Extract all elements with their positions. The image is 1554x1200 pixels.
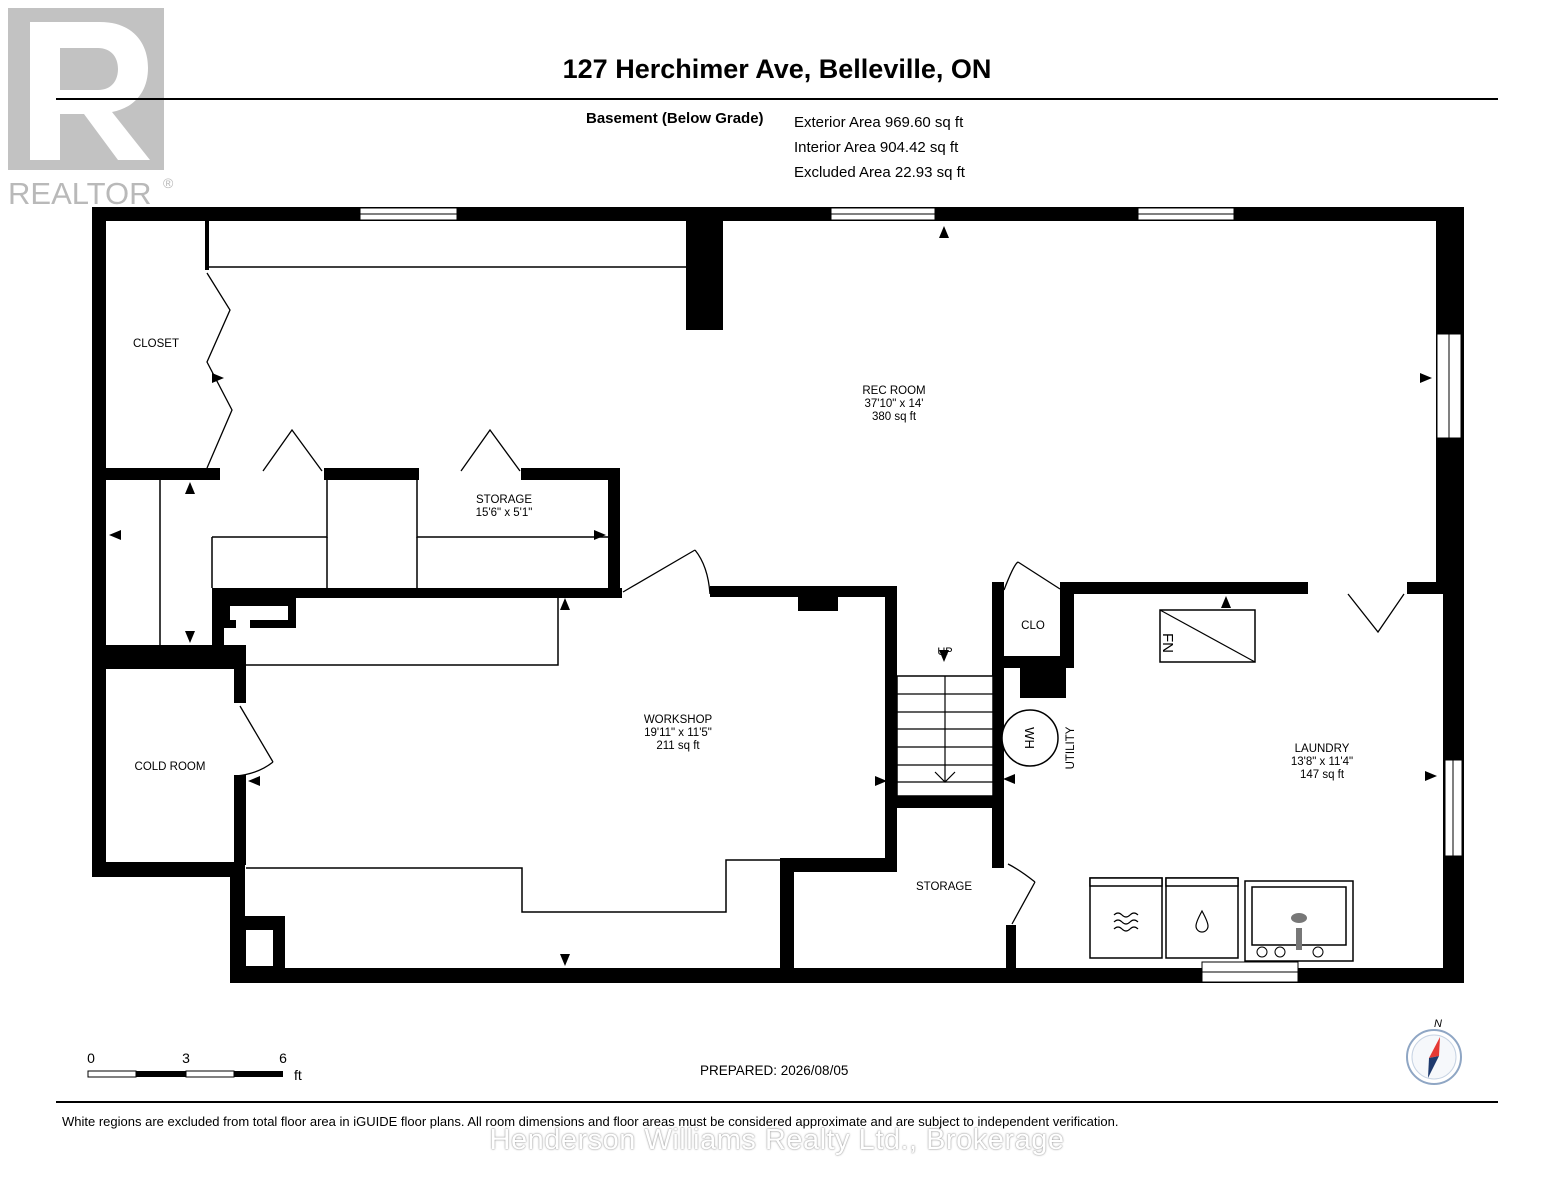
interior-voids	[230, 606, 288, 966]
prepared-date: PREPARED: 2026/08/05	[700, 1063, 849, 1078]
page-title: 127 Herchimer Ave, Belleville, ON	[562, 54, 992, 84]
furnace: FN	[1159, 609, 1256, 663]
furnace-label: FN	[1159, 633, 1176, 653]
utility-name: UTILITY	[1065, 726, 1077, 769]
cabinet-outlines	[159, 266, 780, 913]
area-summary: Exterior Area 969.60 sq ft Interior Area…	[794, 110, 965, 185]
header-divider	[56, 98, 1498, 100]
laundry-area: 147 sq ft	[1300, 769, 1345, 781]
water-heater: WH	[1001, 709, 1059, 767]
brokerage-watermark: Henderson Williams Realty Ltd., Brokerag…	[489, 1124, 1065, 1156]
rec-room-dims: 37'10" x 14'	[865, 398, 924, 410]
storage-main-name: STORAGE	[476, 494, 532, 506]
interior-area: Interior Area 904.42 sq ft	[794, 139, 959, 156]
rec-room-area: 380 sq ft	[872, 411, 917, 423]
compass: N	[1406, 1018, 1462, 1085]
closet-name: CLOSET	[133, 338, 179, 350]
interior-walls	[92, 218, 1447, 970]
sink-icon	[1256, 913, 1324, 958]
windows	[359, 207, 1463, 983]
rec-room-name: REC ROOM	[862, 385, 925, 397]
scale-unit: ft	[294, 1067, 302, 1083]
footer-divider	[56, 1101, 1498, 1103]
scale-tick-0: 0	[87, 1050, 95, 1066]
level-label: Basement (Below Grade)	[586, 110, 764, 127]
scale-bar: 0 3 6 ft	[87, 1050, 302, 1083]
storage-small-name: STORAGE	[916, 881, 972, 893]
storage-main-dims: 15'6" x 5'1"	[476, 507, 533, 519]
realtor-wordmark: REALTOR	[8, 176, 152, 211]
door-arrow-icons	[109, 226, 1437, 966]
disclaimer: White regions are excluded from total fl…	[62, 1114, 1119, 1129]
workshop-dims: 19'11" x 11'5"	[644, 727, 712, 739]
laundry-dims: 13'8" x 11'4"	[1291, 756, 1353, 768]
cold-room-name: COLD ROOM	[135, 761, 206, 773]
clo-name: CLO	[1021, 620, 1045, 632]
scale-tick-6: 6	[279, 1050, 287, 1066]
registered-mark: ®	[163, 175, 174, 191]
realtor-logo: REALTOR ®	[8, 8, 180, 218]
excluded-area: Excluded Area 22.93 sq ft	[794, 164, 965, 181]
compass-north-label: N	[1434, 1018, 1442, 1030]
doors	[206, 272, 1405, 925]
realtor-r-icon	[8, 8, 164, 170]
washer-icon	[1113, 912, 1139, 932]
room-labels: CLOSET REC ROOM 37'10" x 14' 380 sq ft S…	[133, 338, 1353, 893]
dryer-icon	[1195, 909, 1209, 933]
north-arrow-icon	[1428, 1037, 1440, 1078]
water-heater-label: WH	[1022, 727, 1037, 749]
exterior-area: Exterior Area 969.60 sq ft	[794, 114, 964, 131]
workshop-area: 211 sq ft	[656, 740, 700, 752]
workshop-name: WORKSHOP	[644, 714, 713, 726]
laundry-appliances	[1089, 877, 1354, 962]
stairs: UP	[896, 646, 994, 797]
scale-tick-3: 3	[182, 1050, 190, 1066]
laundry-name: LAUNDRY	[1295, 743, 1350, 755]
